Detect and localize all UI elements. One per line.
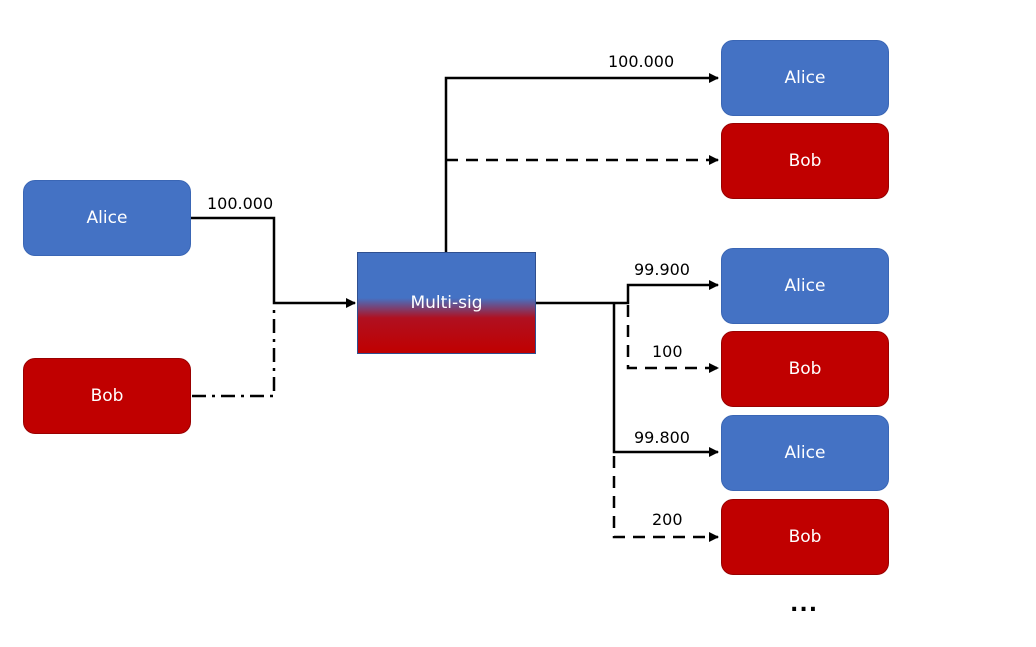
edge-multisig-to-alice-1 <box>444 73 719 252</box>
edge-alice-to-multisig <box>191 216 356 308</box>
output-3-alice-label: Alice <box>784 443 826 463</box>
output-1-alice-label: Alice <box>784 68 826 88</box>
output-1-alice-amount: 100.000 <box>608 52 675 71</box>
input-alice-node: Alice <box>23 180 191 256</box>
output-2-alice-node: Alice <box>721 248 889 324</box>
output-1-bob-node: Bob <box>721 123 889 199</box>
output-2-alice-label: Alice <box>784 276 826 296</box>
output-2-bob-amount: 100 <box>652 342 683 361</box>
output-3-bob-label: Bob <box>788 527 822 547</box>
multisig-node: Multi-sig <box>357 252 536 354</box>
input-bob-label: Bob <box>90 386 124 406</box>
output-1-alice-node: Alice <box>721 40 889 116</box>
edge-multisig-to-alice-3 <box>612 303 719 457</box>
continuation-ellipsis: ... <box>790 592 819 617</box>
output-2-alice-amount: 99.900 <box>634 260 690 279</box>
input-bob-node: Bob <box>23 358 191 434</box>
output-3-bob-amount: 200 <box>652 510 683 529</box>
edge-multisig-to-alice-2 <box>614 280 719 305</box>
output-2-bob-label: Bob <box>788 359 822 379</box>
edge-multisig-to-bob-3 <box>612 456 719 542</box>
output-3-alice-node: Alice <box>721 415 889 491</box>
edge-bob-to-multisig <box>192 306 276 398</box>
edge-multisig-to-bob-2 <box>626 305 719 373</box>
multisig-label: Multi-sig <box>410 293 483 313</box>
output-3-alice-amount: 99.800 <box>634 428 690 447</box>
output-2-bob-node: Bob <box>721 331 889 407</box>
input-amount-label: 100.000 <box>207 194 274 213</box>
output-1-bob-label: Bob <box>788 151 822 171</box>
output-3-bob-node: Bob <box>721 499 889 575</box>
input-alice-label: Alice <box>86 208 128 228</box>
